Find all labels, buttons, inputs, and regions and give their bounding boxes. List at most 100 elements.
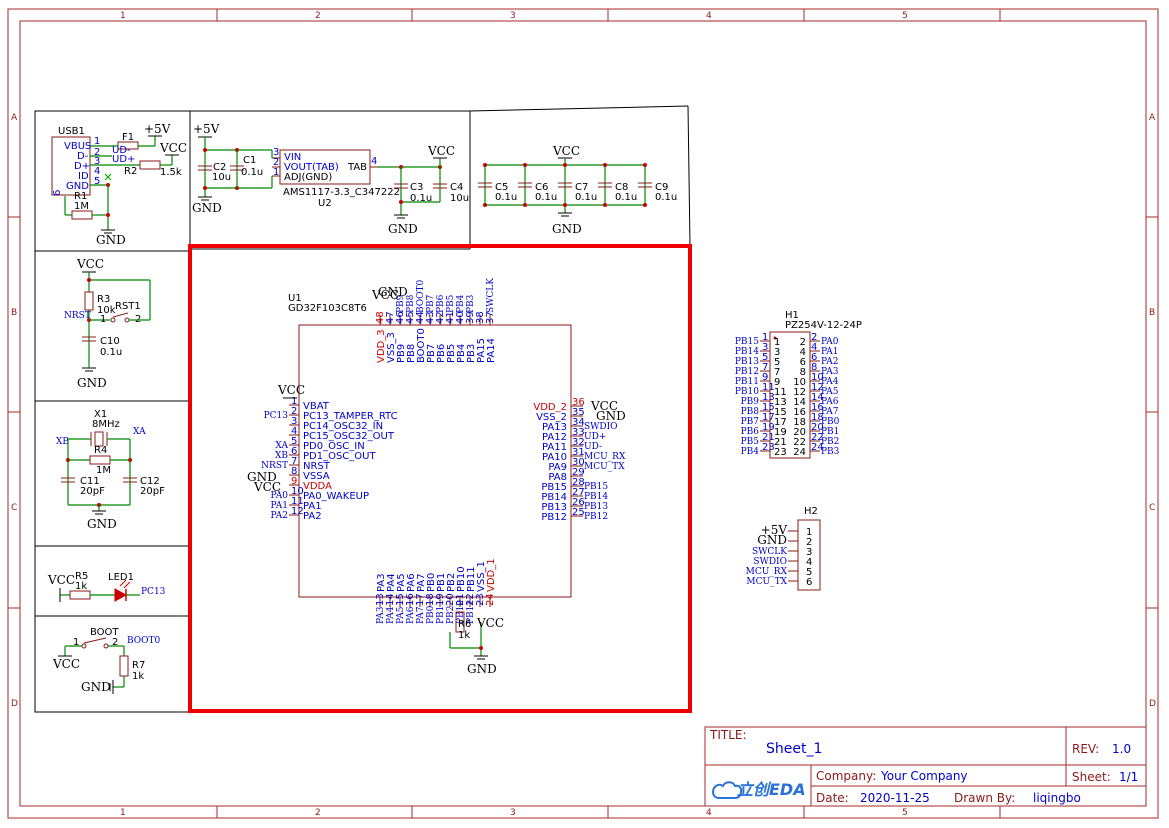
mcu-pin-net: PA6 — [406, 606, 416, 624]
mcu-pin-name: PD1_OSC_OUT — [303, 451, 376, 462]
mcu-pin-num: 44 — [415, 311, 426, 324]
u2-pin-vin: VIN — [284, 152, 301, 163]
mcu-pin-name: VSS_2 — [536, 412, 567, 423]
mcu-pin-num: 19 — [435, 593, 446, 606]
mcu-pin-net: PC13 — [264, 411, 289, 421]
mcu-pin-num: 2 — [291, 406, 297, 417]
mcu-top-gnd: GND — [378, 285, 408, 299]
mcu-pin-name: PD0_OSC_IN — [303, 441, 365, 452]
h1-pin-label-left: 19 — [774, 427, 787, 438]
r2-value: 1.5k — [160, 167, 182, 178]
led-vcc-label: VCC — [47, 573, 75, 587]
mcu-pin-num: 21 — [455, 593, 466, 606]
r5-ref: R5 — [75, 571, 88, 582]
mcu-pin-name: PA9 — [548, 462, 567, 473]
mcu-pin-net: SWDIO — [584, 422, 618, 432]
u1-ref: U1 — [288, 293, 302, 304]
reset-nrst-net: NRST — [64, 311, 91, 321]
h1-pin-label-right: 12 — [793, 387, 806, 398]
mcu-pin-name: PA14 — [486, 338, 497, 363]
decap-value: 0.1u — [615, 192, 637, 203]
sheet-label: Sheet: — [1072, 770, 1111, 784]
reset-vcc-label: VCC — [76, 257, 104, 271]
zone-col-4-top: 4 — [706, 11, 712, 21]
mcu-pin-name: PB15 — [541, 482, 567, 493]
c1-value: 0.1u — [241, 167, 263, 178]
zone-row-b-right: B — [1149, 308, 1155, 318]
boot-sw-ref: BOOT — [90, 627, 119, 638]
h1-pin-net-right: PB2 — [821, 437, 839, 447]
h2-pin-num: 6 — [806, 577, 812, 588]
mcu-pin-num: 10 — [291, 486, 304, 497]
h1-pin-net-left: PB6 — [741, 427, 760, 437]
zone-col-1-top: 1 — [120, 11, 126, 21]
h1-pin-label-left: 5 — [774, 357, 780, 368]
h1-pin-net-left: PB7 — [741, 417, 760, 427]
usb-gnd-label: GND — [96, 233, 126, 247]
h1-pin-net-right: PA2 — [821, 357, 838, 367]
c2-ref: C2 — [213, 162, 226, 173]
mcu-pin-net: MCU_RX — [584, 452, 626, 462]
h1-pin-label-left: 11 — [774, 387, 787, 398]
h1-pin-label-left: 17 — [774, 417, 787, 428]
u2-pin-tab: TAB — [347, 162, 367, 173]
mcu-pin-name: PA10 — [542, 452, 567, 463]
title-block: TITLE: Sheet_1 REV: 1.0 Company: Your Co… — [704, 726, 1147, 807]
mcu-pin-name: PB5 — [446, 344, 457, 363]
mcu-pin-name: PA8 — [548, 472, 567, 483]
ldo-gnd-label: GND — [192, 201, 222, 215]
mcu-pin-name: PA4 — [386, 573, 397, 592]
sheet-outer-border — [7, 8, 1159, 819]
decap-dot-bottom — [603, 203, 607, 207]
h1-pin-num-right: 24 — [811, 442, 824, 453]
usb-pin-gnd: GND — [66, 181, 89, 192]
r2-body — [139, 160, 161, 170]
mcu-pin-num: 30 — [572, 457, 585, 468]
mcu-pin-num: 29 — [572, 467, 585, 478]
u1-body — [298, 324, 572, 598]
h1-pin-label-right: 10 — [793, 377, 806, 388]
decap-dot-top — [483, 163, 487, 167]
h1-pin-net-right: PA7 — [821, 407, 839, 417]
h1-pin-label-left: 15 — [774, 407, 787, 418]
mcu-pin-net: PB8 — [406, 294, 416, 313]
mcu-pin-name: PB6 — [436, 344, 447, 363]
usb-num-4: 4 — [94, 166, 100, 177]
decap-value: 0.1u — [655, 192, 677, 203]
usb-pin-dp: D+ — [74, 161, 90, 172]
mcu-pin-name: PB14 — [541, 492, 567, 503]
h1-pin-net-right: PA1 — [821, 347, 838, 357]
usb-id-noconnect — [104, 173, 112, 181]
c4-ref: C4 — [450, 182, 463, 193]
mcu-pin-net: PB4 — [456, 294, 466, 313]
decap-dot-bottom — [523, 203, 527, 207]
mcu-pin-num: 34 — [572, 417, 585, 428]
mcu-pin-num: 48 — [375, 311, 386, 324]
h1-pin-num-right: 12 — [811, 382, 824, 393]
h2-ref: H2 — [804, 506, 818, 517]
mcu-pin-net: PB3 — [466, 294, 476, 313]
zone-col-2-bottom: 2 — [315, 808, 321, 818]
h1-pin-net-left: PB14 — [735, 347, 759, 357]
boot-vcc-label: VCC — [52, 657, 80, 671]
c1-ref: C1 — [243, 155, 256, 166]
boot-gnd-label: GND — [81, 680, 111, 694]
crystal-xa-net: XA — [133, 427, 146, 437]
mcu-pin-num: 17 — [415, 593, 426, 606]
mcu-pin-name: NRST — [303, 461, 331, 472]
h2-pin-net: MCU_TX — [746, 577, 787, 587]
mcu-pin-num: 26 — [572, 497, 585, 508]
r4-value: 1M — [96, 465, 111, 476]
mcu-pin-name: PB4 — [456, 344, 467, 363]
mcu-pin-net: PA1 — [271, 501, 288, 511]
r3-body — [84, 291, 94, 311]
mcu-pin-net: MCU_TX — [584, 462, 625, 472]
zone-col-3-bottom: 3 — [510, 808, 516, 818]
mcu-pin-num: 36 — [572, 397, 585, 408]
mcu-pin-net: PA4 — [386, 606, 396, 624]
mcu-pin-num: 28 — [572, 477, 585, 488]
decap-dot-bottom — [483, 203, 487, 207]
ldo-5v-label: +5V — [193, 122, 220, 136]
mcu-pin-num: 33 — [572, 427, 585, 438]
